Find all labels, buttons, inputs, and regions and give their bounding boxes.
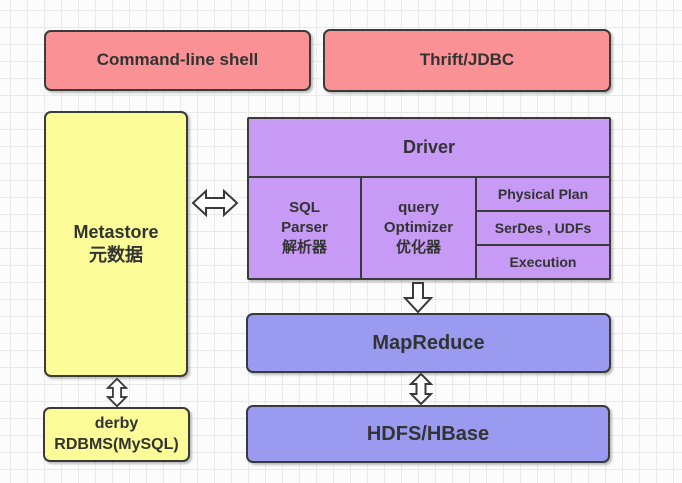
physical-plan-label: Physical Plan bbox=[497, 185, 589, 202]
command-line-shell-label: Command-line shell bbox=[96, 50, 259, 70]
mapreduce-label: MapReduce bbox=[372, 332, 485, 354]
driver-title: Driver bbox=[249, 119, 609, 178]
derby-rdbms-box: derby RDBMS(MySQL) bbox=[43, 407, 190, 462]
horizontal-double-arrow-icon bbox=[190, 187, 240, 219]
metastore-label-line2: 元数据 bbox=[89, 245, 143, 265]
command-line-shell-box: Command-line shell bbox=[44, 30, 311, 91]
query-optimizer-line3: 优化器 bbox=[395, 239, 441, 257]
execution-box: Execution bbox=[477, 244, 609, 278]
driver-components-row: SQL Parser 解析器 query Optimizer 优化器 Physi… bbox=[249, 178, 609, 278]
query-optimizer-line1: query bbox=[398, 198, 439, 216]
sql-parser-box: SQL Parser 解析器 bbox=[249, 178, 362, 278]
serdes-udfs-box: SerDes , UDFs bbox=[477, 210, 609, 244]
thrift-jdbc-box: Thrift/JDBC bbox=[323, 29, 611, 92]
sql-parser-line3: 解析器 bbox=[281, 239, 327, 257]
metastore-box: Metastore 元数据 bbox=[44, 111, 188, 377]
hdfs-hbase-label: HDFS/HBase bbox=[366, 423, 490, 445]
vertical-double-arrow-icon bbox=[104, 377, 130, 408]
sql-parser-line2: Parser bbox=[281, 218, 328, 236]
sql-parser-line1: SQL bbox=[289, 198, 320, 216]
driver-right-column: Physical Plan SerDes , UDFs Execution bbox=[477, 178, 609, 278]
physical-plan-box: Physical Plan bbox=[477, 178, 609, 210]
query-optimizer-box: query Optimizer 优化器 bbox=[362, 178, 477, 278]
mapreduce-box: MapReduce bbox=[246, 313, 611, 373]
driver-box: Driver SQL Parser 解析器 query Optimizer 优化… bbox=[247, 117, 611, 280]
hdfs-hbase-box: HDFS/HBase bbox=[246, 405, 610, 463]
execution-label: Execution bbox=[509, 253, 577, 270]
down-arrow-icon bbox=[403, 281, 433, 314]
derby-label-line2: RDBMS(MySQL) bbox=[54, 435, 179, 453]
serdes-udfs-label: SerDes , UDFs bbox=[494, 219, 592, 236]
derby-label-line1: derby bbox=[94, 414, 139, 432]
query-optimizer-line2: Optimizer bbox=[383, 218, 454, 236]
metastore-label-line1: Metastore bbox=[73, 221, 159, 242]
vertical-double-arrow-icon bbox=[409, 372, 433, 406]
thrift-jdbc-label: Thrift/JDBC bbox=[419, 50, 515, 70]
